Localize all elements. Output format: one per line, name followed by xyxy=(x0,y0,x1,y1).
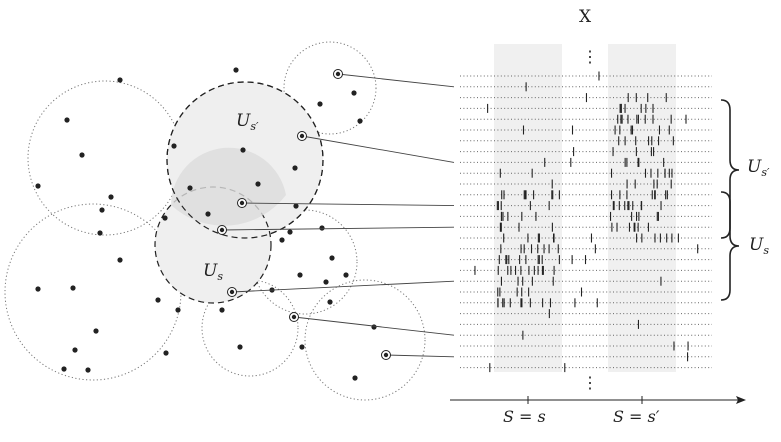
scatter-point xyxy=(108,194,114,200)
scatter-point xyxy=(323,279,329,285)
scatter-point xyxy=(233,67,239,73)
scatter-point xyxy=(319,225,325,231)
spike-marks xyxy=(474,71,699,373)
label-us-prime: Us′ xyxy=(236,111,259,133)
scatter-point xyxy=(155,297,161,303)
brace-us xyxy=(720,191,740,301)
vdots-top: ⋮ xyxy=(582,47,598,66)
scatter-point xyxy=(175,307,181,313)
connector-lines xyxy=(221,73,455,358)
scatter-point xyxy=(279,237,285,243)
scatter-point xyxy=(35,286,41,292)
vdots-bottom: ⋮ xyxy=(582,373,598,392)
scatter-point xyxy=(117,257,123,263)
scatter-point xyxy=(171,143,177,149)
scatter-point xyxy=(187,185,193,191)
scatter-point xyxy=(93,328,99,334)
scatter-point xyxy=(287,229,293,235)
scatter-point xyxy=(163,350,169,356)
axis-label-s-prime: S = s′ xyxy=(613,407,660,426)
connector-line xyxy=(293,316,455,336)
scatter-point xyxy=(357,118,363,124)
scatter-point xyxy=(293,203,299,209)
label-us: Us xyxy=(203,261,223,283)
scatter-point xyxy=(255,181,261,187)
ring-marker-dot xyxy=(335,71,341,77)
ring-marker-dot xyxy=(291,314,297,320)
scatter-point xyxy=(343,272,349,278)
scatter-point xyxy=(237,344,243,350)
scatter-point xyxy=(371,324,377,330)
scatter-point xyxy=(352,375,358,381)
scatter-point xyxy=(85,367,91,373)
dotted-circle xyxy=(283,41,377,135)
scatter-point xyxy=(240,147,246,153)
ring-marker-dot xyxy=(383,352,389,358)
dotted-circle xyxy=(27,80,183,236)
scatter-point xyxy=(327,299,333,305)
brace-label-us-prime: Us′ xyxy=(747,157,770,179)
scatter-point xyxy=(72,347,78,353)
ring-marker-dot xyxy=(229,289,235,295)
ring-marker-dot xyxy=(299,133,305,139)
band-s xyxy=(494,44,562,372)
scatter-point xyxy=(79,152,85,158)
connector-line xyxy=(337,73,455,88)
ring-markers xyxy=(217,69,391,360)
axis-label-s: S = s xyxy=(503,407,546,426)
scatter-point xyxy=(219,307,225,313)
scatter-point xyxy=(61,366,67,372)
scatter-point xyxy=(35,183,41,189)
scatter-point xyxy=(292,165,298,171)
scatter-point xyxy=(205,211,211,217)
ring-marker-dot xyxy=(219,227,225,233)
scatter-point xyxy=(299,344,305,350)
scatter-point xyxy=(99,207,105,213)
neighborhood-overlap xyxy=(171,147,286,226)
connector-line xyxy=(385,354,455,358)
ring-marker-dot xyxy=(239,200,245,206)
neighborhood-us-prime-outline xyxy=(166,81,324,239)
scatter-point xyxy=(64,117,70,123)
connector-line xyxy=(231,280,455,293)
scatter-point xyxy=(117,77,123,83)
dotted-circle xyxy=(304,279,426,401)
scatter-points xyxy=(35,67,377,381)
dotted-circle xyxy=(201,279,299,377)
connector-line xyxy=(221,226,455,231)
scatter-point xyxy=(70,285,76,291)
scatter-point xyxy=(297,272,303,278)
connector-line xyxy=(241,202,455,207)
scatter-point xyxy=(162,215,168,221)
scatter-point xyxy=(317,101,323,107)
axis-arrowhead xyxy=(736,396,746,404)
scatter-point xyxy=(97,230,103,236)
scatter-point xyxy=(351,90,357,96)
connector-line xyxy=(301,135,455,163)
sample-rows xyxy=(460,75,712,369)
scatter-point xyxy=(329,255,335,261)
dotted-circle xyxy=(4,203,182,381)
label-x: X xyxy=(579,7,592,27)
brace-label-us: Us xyxy=(749,235,769,257)
